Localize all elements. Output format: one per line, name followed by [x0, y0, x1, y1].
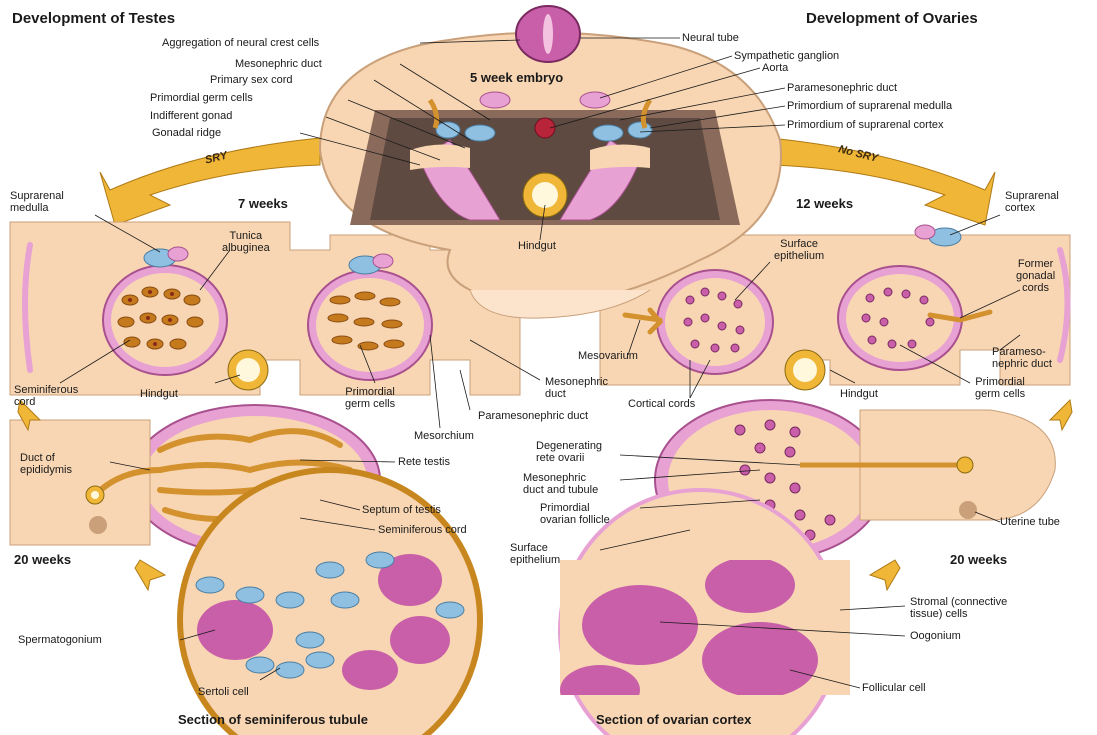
label-paramesonephric-right: Parameso- nephric duct [992, 346, 1052, 370]
label-surface-epithelium-low: Surface epithelium [510, 542, 560, 566]
label-cortical-cords: Cortical cords [628, 398, 695, 410]
label-mesonephric-duct-top: Mesonephric duct [235, 58, 322, 70]
label-20-weeks-right: 20 weeks [950, 552, 1007, 567]
label-primordial-germ-top: Primordial germ cells [150, 92, 253, 104]
label-suprarenal-cortex: Suprarenal cortex [1005, 190, 1059, 214]
label-duct-epididymis: Duct of epididymis [20, 452, 72, 476]
label-mesovarium: Mesovarium [578, 350, 638, 362]
label-20-weeks-left: 20 weeks [14, 552, 71, 567]
label-prim-supra-medulla: Primordium of suprarenal medulla [787, 100, 952, 112]
label-gonadal-ridge: Gonadal ridge [152, 127, 221, 139]
label-5-week-embryo: 5 week embryo [470, 70, 563, 85]
label-oogonium: Oogonium [910, 630, 961, 642]
label-degenerating-rete: Degenerating rete ovarii [536, 440, 602, 464]
label-hindgut-center: Hindgut [518, 240, 556, 252]
label-seminiferous-cord-left: Seminiferous cord [14, 384, 78, 408]
label-primordial-germ-mid: Primordial germ cells [345, 386, 395, 410]
caption-seminiferous-section: Section of seminiferous tubule [178, 712, 368, 727]
label-septum-testis: Septum of testis [362, 504, 441, 516]
label-mesorchium: Mesorchium [414, 430, 474, 442]
label-primary-sex-cord: Primary sex cord [210, 74, 293, 86]
label-aorta: Aorta [762, 62, 788, 74]
label-hindgut-right: Hindgut [840, 388, 878, 400]
heading-ovaries: Development of Ovaries [806, 10, 978, 27]
label-primordial-follicle: Primordial ovarian follicle [540, 502, 610, 526]
no-sry-arrow [770, 138, 995, 225]
label-tunica-albuginea: Tunica albuginea [222, 230, 270, 254]
label-surface-epithelium-top: Surface epithelium [774, 238, 824, 262]
label-sympathetic-ganglion: Sympathetic ganglion [734, 50, 839, 62]
label-primordial-germ-right: Primordial germ cells [975, 376, 1025, 400]
label-former-gonadal-cords: Former gonadal cords [1016, 258, 1055, 294]
label-aggregation: Aggregation of neural crest cells [162, 37, 319, 49]
caption-ovarian-section: Section of ovarian cortex [596, 712, 751, 727]
label-prim-supra-cortex: Primordium of suprarenal cortex [787, 119, 944, 131]
sry-arrow [100, 138, 320, 225]
label-mesonephric-tubule: Mesonephric duct and tubule [523, 472, 598, 496]
label-uterine-tube: Uterine tube [1000, 516, 1060, 528]
label-7-weeks: 7 weeks [238, 196, 288, 211]
label-paramesonephric-top: Paramesonephric duct [787, 82, 897, 94]
label-neural-tube: Neural tube [682, 32, 739, 44]
heading-testes: Development of Testes [12, 10, 175, 27]
label-paramesonephric-mid: Paramesonephric duct [478, 410, 588, 422]
label-mesonephric-duct-mid: Mesonephric duct [545, 376, 608, 400]
label-12-weeks: 12 weeks [796, 196, 853, 211]
label-hindgut-left: Hindgut [140, 388, 178, 400]
label-stromal-cells: Stromal (connective tissue) cells [910, 596, 1007, 620]
label-seminiferous-cord-low: Seminiferous cord [378, 524, 467, 536]
label-suprarenal-medulla: Suprarenal medulla [10, 190, 64, 214]
label-indifferent-gonad: Indifferent gonad [150, 110, 232, 122]
label-rete-testis: Rete testis [398, 456, 450, 468]
label-follicular-cell: Follicular cell [862, 682, 926, 694]
label-spermatogonium: Spermatogonium [18, 634, 102, 646]
label-sertoli-cell: Sertoli cell [198, 686, 249, 698]
